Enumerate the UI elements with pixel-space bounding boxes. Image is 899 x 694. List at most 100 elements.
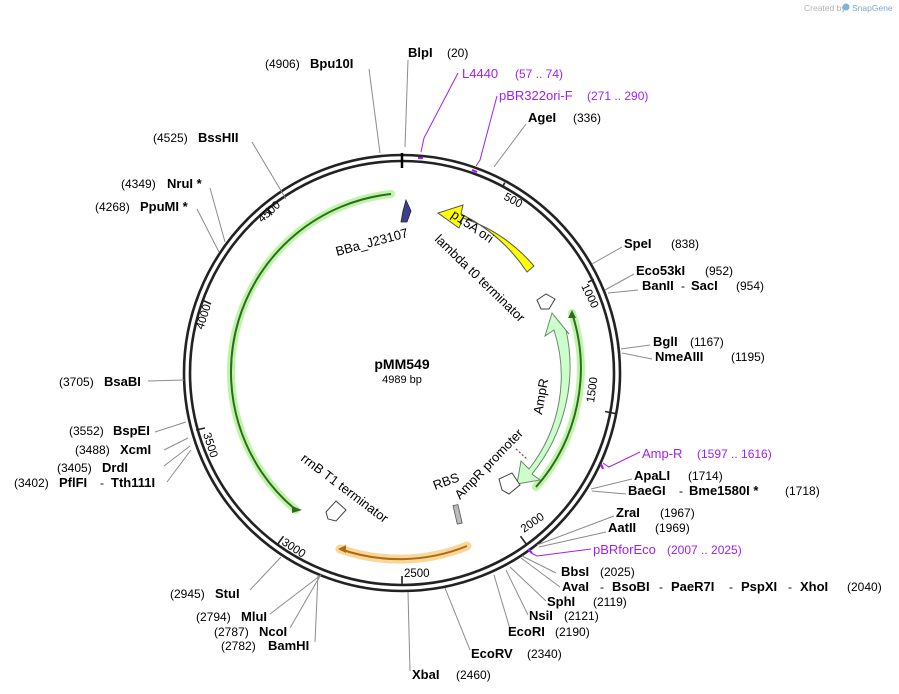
site-nrui-name: NruI * <box>167 176 203 191</box>
rrnb-t1-arrow-icon <box>325 500 347 522</box>
site-bbsi-name: BbsI <box>561 564 589 579</box>
primer-pbr322ori-pos: (271 .. 290) <box>587 89 648 103</box>
bba-label: BBa_J23107 <box>334 225 410 259</box>
feature-p15a-ori: p15A ori <box>436 204 535 273</box>
feature-left-green-arc <box>227 190 395 514</box>
site-ncoi-pos: (2787) <box>214 625 249 639</box>
site-bsshii-name: BssHII <box>198 130 238 145</box>
credit-text: Created by <box>804 3 846 13</box>
site-bme1580i-name: Bme1580I * <box>689 483 759 498</box>
site-bamhi-name: BamHI <box>268 638 309 653</box>
ampr-promoter-arrow-icon <box>498 472 521 495</box>
site-bgli-pos: (1167) <box>690 335 724 349</box>
primer-pbrforeco-label: pBRforEco <box>593 542 656 557</box>
ampr-promoter-label: AmpR promoter <box>451 425 526 502</box>
svg-text:500: 500 <box>502 191 525 211</box>
site-pflfi-pos: (3402) <box>14 476 49 490</box>
site-ecorv-pos: (2340) <box>527 647 562 661</box>
site-ecori-name: EcoRI <box>508 624 545 639</box>
site-bsobi-name: BsoBI <box>612 579 650 594</box>
site-nmeaiii-pos: (1195) <box>731 350 765 364</box>
feature-lambda-t0: lambda t0 terminator <box>432 231 556 325</box>
svg-text:2500: 2500 <box>404 568 430 580</box>
primer-marks <box>418 156 605 554</box>
p15a-ori-label: p15A ori <box>449 207 497 246</box>
site-bgli-name: BglI <box>653 334 678 349</box>
primer-l4440-pos: (57 .. 74) <box>515 67 563 81</box>
site-bsshii-pos: (4525) <box>153 131 188 145</box>
site-bpu10i-name: Bpu10I <box>310 56 353 71</box>
site-bamhi-pos: (2782) <box>221 639 256 653</box>
site-bspei-name: BspEI <box>113 423 150 438</box>
site-bbsi-pos: (2025) <box>600 565 635 579</box>
site-mlui-pos: (2794) <box>196 610 231 624</box>
site-drdi-name: DrdI <box>102 460 128 475</box>
site-nmeaiii-name: NmeAIII <box>655 349 703 364</box>
primer-ampr-pos: (1597 .. 1616) <box>697 447 772 461</box>
site-xhoi-name: XhoI <box>800 579 828 594</box>
svg-text:-: - <box>788 580 792 594</box>
ampr-label: AmpR <box>530 377 551 415</box>
site-eco53ki-pos: (952) <box>705 264 733 278</box>
primer-leaders <box>420 72 641 557</box>
site-xbai-pos: (2460) <box>456 668 491 682</box>
primer-pbr322ori-label: pBR322ori-F <box>499 88 573 103</box>
site-ecori-pos: (2190) <box>555 625 590 639</box>
site-paer7i-name: PaeR7I <box>671 579 714 594</box>
site-baegi-name: BaeGI <box>628 483 666 498</box>
credit-brand: SnapGene <box>852 3 893 13</box>
site-blpi-name: BlpI <box>408 45 433 60</box>
lambda-t0-label: lambda t0 terminator <box>432 231 529 325</box>
site-mlui-name: MluI <box>241 609 267 624</box>
site-spei-name: SpeI <box>624 236 651 251</box>
site-labels: BlpI (20) AgeI (336) SpeI (838) Eco53kI … <box>14 45 882 682</box>
site-agei-name: AgeI <box>528 110 556 125</box>
site-saci-name: SacI <box>691 278 718 293</box>
site-bsabi-name: BsaBI <box>104 374 141 389</box>
site-baegi-pos: (1718) <box>785 484 820 498</box>
site-banii-sep: - <box>681 279 685 293</box>
site-zrai-name: ZraI <box>616 505 640 520</box>
primer-pbrforeco-pos: (2007 .. 2025) <box>667 543 742 557</box>
site-pflfi-name: PflFI <box>59 475 87 490</box>
site-ppumi-pos: (4268) <box>95 200 130 214</box>
feature-rrnb-t1: rrnB T1 terminator <box>298 450 392 526</box>
site-stui-name: StuI <box>215 586 240 601</box>
feature-ampr-promoter: AmpR promoter <box>451 425 526 502</box>
site-agei-pos: (336) <box>573 111 601 125</box>
feature-ampr: AmpR <box>515 311 571 485</box>
site-apali-pos: (1714) <box>688 469 723 483</box>
bba-arrow-icon <box>400 198 412 223</box>
feature-right-green-arc <box>532 309 585 491</box>
site-ppumi-name: PpuMI * <box>140 199 189 214</box>
site-banii-name: BanII <box>642 278 674 293</box>
svg-text:1000: 1000 <box>578 282 600 310</box>
site-drdi-pos: (3405) <box>57 461 92 475</box>
site-baegi-sep: - <box>679 484 683 498</box>
svg-text:-: - <box>600 580 604 594</box>
site-aatii-name: AatII <box>608 520 636 535</box>
primer-l4440-label: L4440 <box>462 66 498 81</box>
svg-text:-: - <box>659 580 663 594</box>
plasmid-name: pMM549 <box>374 356 429 372</box>
site-ncoi-name: NcoI <box>259 624 287 639</box>
site-zrai-pos: (1967) <box>660 506 695 520</box>
site-nrui-pos: (4349) <box>121 177 156 191</box>
site-sphi-pos: (2119) <box>593 595 627 609</box>
site-avai-name: AvaI <box>562 579 589 594</box>
site-leaders <box>147 59 653 672</box>
site-eco53ki-name: Eco53kI <box>636 263 685 278</box>
site-bspei-pos: (3552) <box>69 424 104 438</box>
site-sphi-name: SphI <box>547 594 575 609</box>
site-apali-name: ApaLI <box>634 468 670 483</box>
site-spei-pos: (838) <box>671 237 699 251</box>
site-xcmi-name: XcmI <box>120 442 151 457</box>
primer-ampr-label: Amp-R <box>642 446 682 461</box>
svg-text:-: - <box>100 476 104 490</box>
svg-text:-: - <box>729 580 733 594</box>
site-xbai-name: XbaI <box>412 667 439 682</box>
svg-text:4000: 4000 <box>194 303 213 331</box>
plasmid-length: 4989 bp <box>382 374 422 386</box>
site-pspxi-name: PspXI <box>741 579 777 594</box>
